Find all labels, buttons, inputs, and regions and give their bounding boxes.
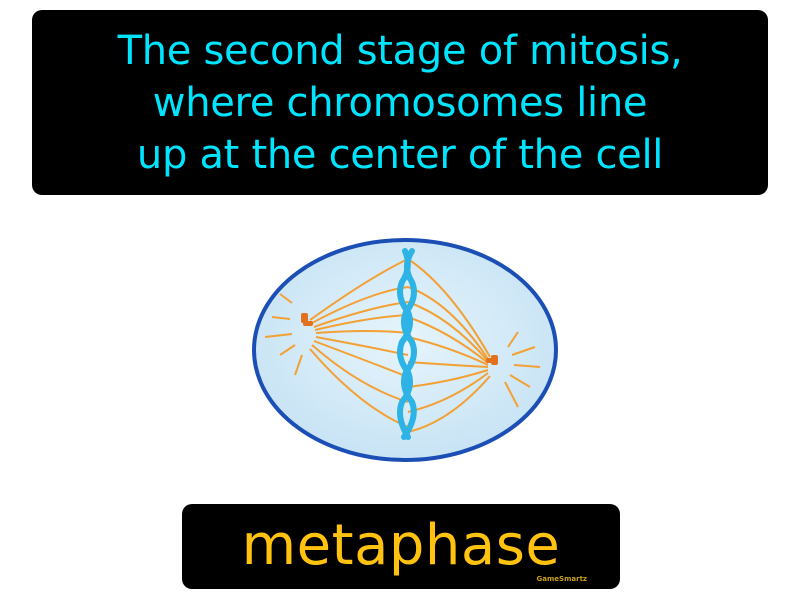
definition-line: where chromosomes line: [152, 79, 648, 126]
definition-box: The second stage of mitosis, where chrom…: [32, 10, 768, 195]
term-box: metaphase GameSmartz: [182, 504, 620, 589]
chromosomes: [397, 248, 417, 440]
definition-line: The second stage of mitosis,: [117, 27, 683, 74]
centrosomes: [301, 313, 498, 365]
brand-logo: GameSmartz: [536, 575, 587, 583]
cell-membrane: [252, 238, 558, 462]
definition-line: up at the center of the cell: [136, 131, 664, 178]
metaphase-cell-illustration: [250, 237, 560, 463]
term-label: metaphase: [241, 513, 561, 578]
